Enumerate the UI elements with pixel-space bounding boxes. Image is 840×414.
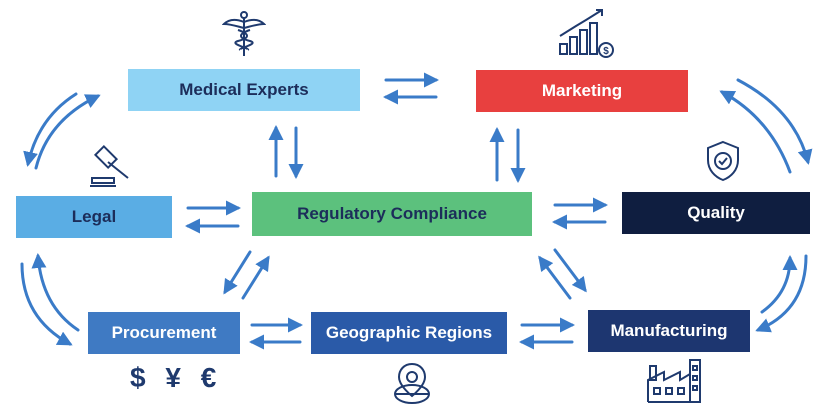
node-geographic-regions-label: Geographic Regions <box>325 323 493 342</box>
node-procurement-label: Procurement <box>111 323 217 342</box>
node-medical-experts-label: Medical Experts <box>179 80 309 99</box>
arrow-manufacturing-to-quality <box>760 255 798 314</box>
node-regulatory-compliance: Regulatory Compliance <box>252 192 532 236</box>
arrow-procurement-to-legal <box>31 253 80 332</box>
arrow-regulatory-to-procurement <box>223 250 252 295</box>
growth-chart-dollar-icon: $ <box>559 9 614 58</box>
node-manufacturing: Manufacturing <box>588 310 750 352</box>
arrow-regulatory-to-manufacturing <box>553 248 587 293</box>
node-regulatory-compliance-label: Regulatory Compliance <box>297 204 487 223</box>
arrow-legal-to-medical <box>34 94 101 170</box>
node-legal: Legal <box>16 196 172 238</box>
node-quality: Quality <box>622 192 810 234</box>
node-geographic-regions: Geographic Regions <box>311 312 507 354</box>
currency-symbols: $ ¥ € <box>130 362 223 393</box>
node-quality-label: Quality <box>687 203 745 222</box>
caduceus-icon <box>222 11 266 56</box>
node-medical-experts: Medical Experts <box>128 69 360 111</box>
svg-text:$: $ <box>603 46 609 57</box>
factory-icon <box>647 359 701 403</box>
arrow-marketing-to-quality <box>736 78 813 165</box>
node-procurement: Procurement <box>88 312 240 354</box>
arrow-quality-to-manufacturing <box>755 254 808 333</box>
arrow-manufacturing-to-regulatory <box>538 255 572 300</box>
arrow-quality-to-marketing <box>719 90 792 174</box>
arrow-legal-to-procurement <box>20 262 73 346</box>
node-manufacturing-label: Manufacturing <box>610 321 728 340</box>
node-marketing-label: Marketing <box>541 81 623 100</box>
location-pin-globe-icon <box>394 362 430 404</box>
arrow-medical-to-legal <box>23 92 78 167</box>
gavel-icon <box>90 144 129 187</box>
shield-check-icon <box>707 140 739 182</box>
arrow-procurement-to-regulatory <box>241 255 270 300</box>
node-legal-label: Legal <box>71 207 117 226</box>
node-marketing: Marketing <box>476 70 688 112</box>
